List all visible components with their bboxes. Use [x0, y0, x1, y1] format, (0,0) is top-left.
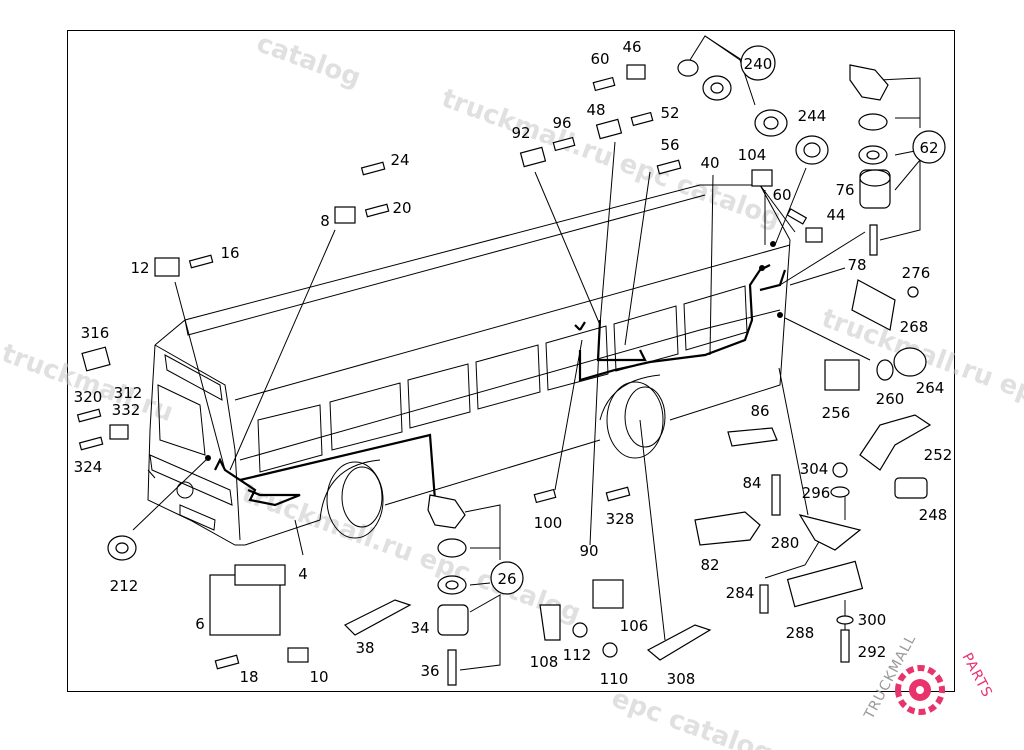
watermark: truckmall.ru epc catalog [238, 478, 585, 629]
wiring-harness [205, 241, 787, 507]
part-number-label: 320 [74, 388, 103, 406]
part-number-label: 6 [195, 615, 205, 633]
part-number-label: 240 [744, 55, 773, 73]
part-number-label: 312 [114, 384, 143, 402]
circled-callouts [490, 45, 946, 595]
part-number-label: 96 [552, 114, 571, 132]
part-number-label: 260 [876, 390, 905, 408]
part-number-label: 48 [586, 101, 605, 119]
part-number-label: 34 [410, 619, 429, 637]
bus-outline [147, 184, 796, 546]
part-number-label: 108 [530, 653, 559, 671]
part-number-label: 26 [497, 570, 516, 588]
part-number-label: 52 [660, 104, 679, 122]
callout-circle [490, 561, 524, 595]
part-number-label: 18 [239, 668, 258, 686]
part-number-label: 308 [667, 670, 696, 688]
part-number-label: 248 [919, 506, 948, 524]
part-number-label: 104 [738, 146, 767, 164]
logo-text-right: PARTS [958, 650, 995, 700]
part-number-label: 252 [924, 446, 953, 464]
part-number-label: 36 [420, 662, 439, 680]
part-number-label: 256 [822, 404, 851, 422]
part-number-label: 20 [392, 199, 411, 217]
part-number-label: 46 [622, 38, 641, 56]
part-number-label: 100 [534, 514, 563, 532]
part-number-label: 292 [858, 643, 887, 661]
part-number-label: 10 [309, 668, 328, 686]
part-number-label: 244 [798, 107, 827, 125]
leader-lines [132, 35, 921, 671]
part-number-label: 76 [835, 181, 854, 199]
part-number-label: 12 [130, 259, 149, 277]
part-number-label: 288 [786, 624, 815, 642]
part-number-label: 268 [900, 318, 929, 336]
part-number-label: 82 [700, 556, 719, 574]
part-number-label: 92 [511, 124, 530, 142]
part-number-label: 264 [916, 379, 945, 397]
part-number-label: 44 [826, 206, 845, 224]
part-number-label: 112 [563, 646, 592, 664]
part-number-label: 276 [902, 264, 931, 282]
watermark: truckmall.ru epc catalog [438, 83, 785, 234]
part-number-label: 4 [298, 565, 308, 583]
part-number-label: 300 [858, 611, 887, 629]
part-number-label: 56 [660, 136, 679, 154]
part-number-label: 38 [355, 639, 374, 657]
part-number-label: 106 [620, 617, 649, 635]
part-drawings [76, 59, 932, 686]
part-number-label: 84 [742, 474, 761, 492]
callout-circle [912, 130, 946, 164]
part-number-label: 304 [800, 460, 829, 478]
part-number-label: 40 [700, 154, 719, 172]
part-number-label: 110 [600, 670, 629, 688]
part-number-label: 332 [112, 401, 141, 419]
part-number-label: 296 [802, 484, 831, 502]
gear-icon [895, 665, 946, 715]
part-number-label: 16 [220, 244, 239, 262]
part-number-label: 324 [74, 458, 103, 476]
part-number-label: 284 [726, 584, 755, 602]
callout-circle [740, 45, 776, 81]
part-number-label: 90 [579, 542, 598, 560]
part-number-label: 328 [606, 510, 635, 528]
watermark: catalog [253, 28, 365, 93]
part-number-label: 212 [110, 577, 139, 595]
part-number-label: 280 [771, 534, 800, 552]
part-number-label: 8 [320, 212, 330, 230]
diagram-frame [67, 30, 955, 692]
part-number-label: 316 [81, 324, 110, 342]
watermark: epc catalog [608, 683, 777, 750]
part-number-label: 60 [590, 50, 609, 68]
part-number-label: 78 [847, 256, 866, 274]
part-number-label: 60 [772, 186, 791, 204]
part-number-label: 24 [390, 151, 409, 169]
part-number-label: 86 [750, 402, 769, 420]
part-number-label: 62 [919, 139, 938, 157]
